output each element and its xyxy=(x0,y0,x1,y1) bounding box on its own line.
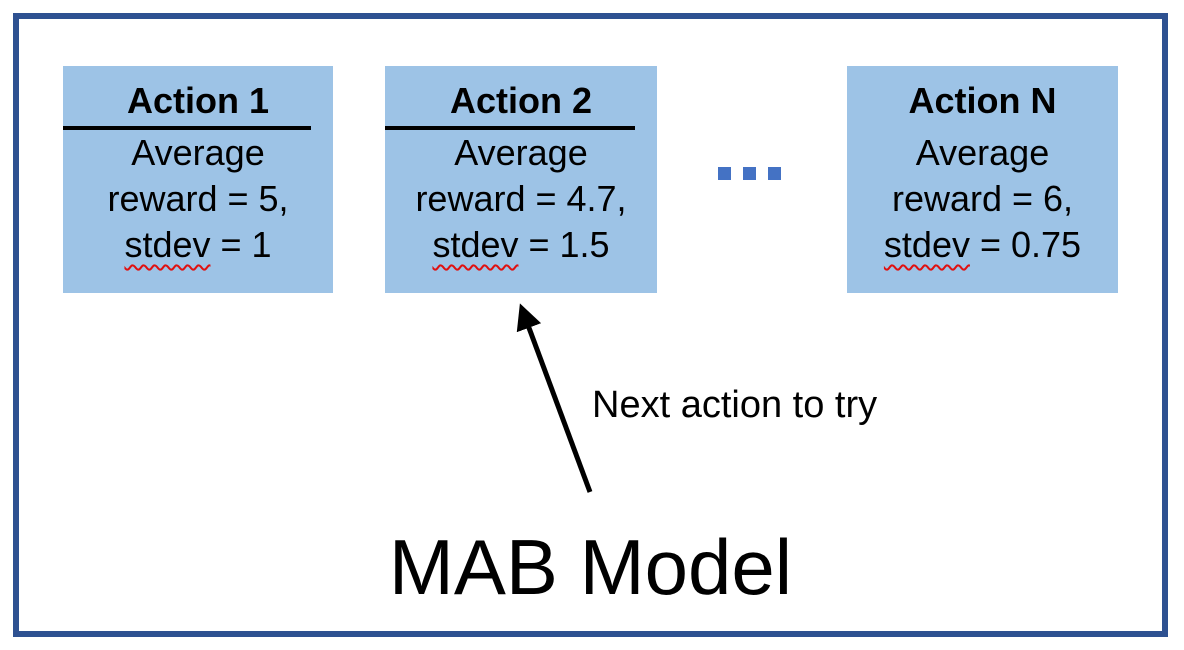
action-1-title-underline xyxy=(63,126,312,130)
action-n-title: Action N xyxy=(908,80,1057,121)
action-box-2: Action 2 Average reward = 4.7, stdev = 1… xyxy=(385,66,657,293)
action-n-stdev-value: = 0.75 xyxy=(969,224,1082,265)
action-2-stdev-word: stdev xyxy=(432,224,519,265)
ellipsis-dot xyxy=(718,167,731,180)
action-2-average-line: Average xyxy=(454,132,588,173)
action-1-average-line: Average xyxy=(131,132,265,173)
action-2-stdev-value: = 1.5 xyxy=(518,224,610,265)
action-1-stdev-line: stdev = 1 xyxy=(63,222,333,268)
action-1-stdev-word: stdev xyxy=(124,224,211,265)
action-1-reward-line: reward = 5, xyxy=(107,178,289,219)
action-2-reward-line: reward = 4.7, xyxy=(415,178,627,219)
action-n-average-line: Average xyxy=(915,132,1050,173)
action-1-stdev-value: = 1 xyxy=(210,224,272,265)
action-2-title-underline xyxy=(385,126,636,130)
action-box-n: Action N Average reward = 6, stdev = 0.7… xyxy=(847,66,1118,293)
arrow-label: Next action to try xyxy=(592,384,878,426)
ellipsis-icon xyxy=(718,167,781,180)
action-n-stdev-line: stdev = 0.75 xyxy=(847,222,1118,268)
diagram-title: MAB Model xyxy=(388,523,793,611)
action-box-1: Action 1 Average reward = 5, stdev = 1 xyxy=(63,66,333,293)
slide-frame-border xyxy=(13,13,1168,637)
action-2-stdev-line: stdev = 1.5 xyxy=(385,222,657,268)
ellipsis-dot xyxy=(768,167,781,180)
next-action-arrow-icon xyxy=(516,303,593,493)
action-2-title: Action 2 xyxy=(449,80,592,121)
ellipsis-dot xyxy=(743,167,756,180)
action-n-reward-line: reward = 6, xyxy=(891,178,1074,219)
action-n-stdev-word: stdev xyxy=(883,224,970,265)
action-1-title: Action 1 xyxy=(126,80,269,121)
